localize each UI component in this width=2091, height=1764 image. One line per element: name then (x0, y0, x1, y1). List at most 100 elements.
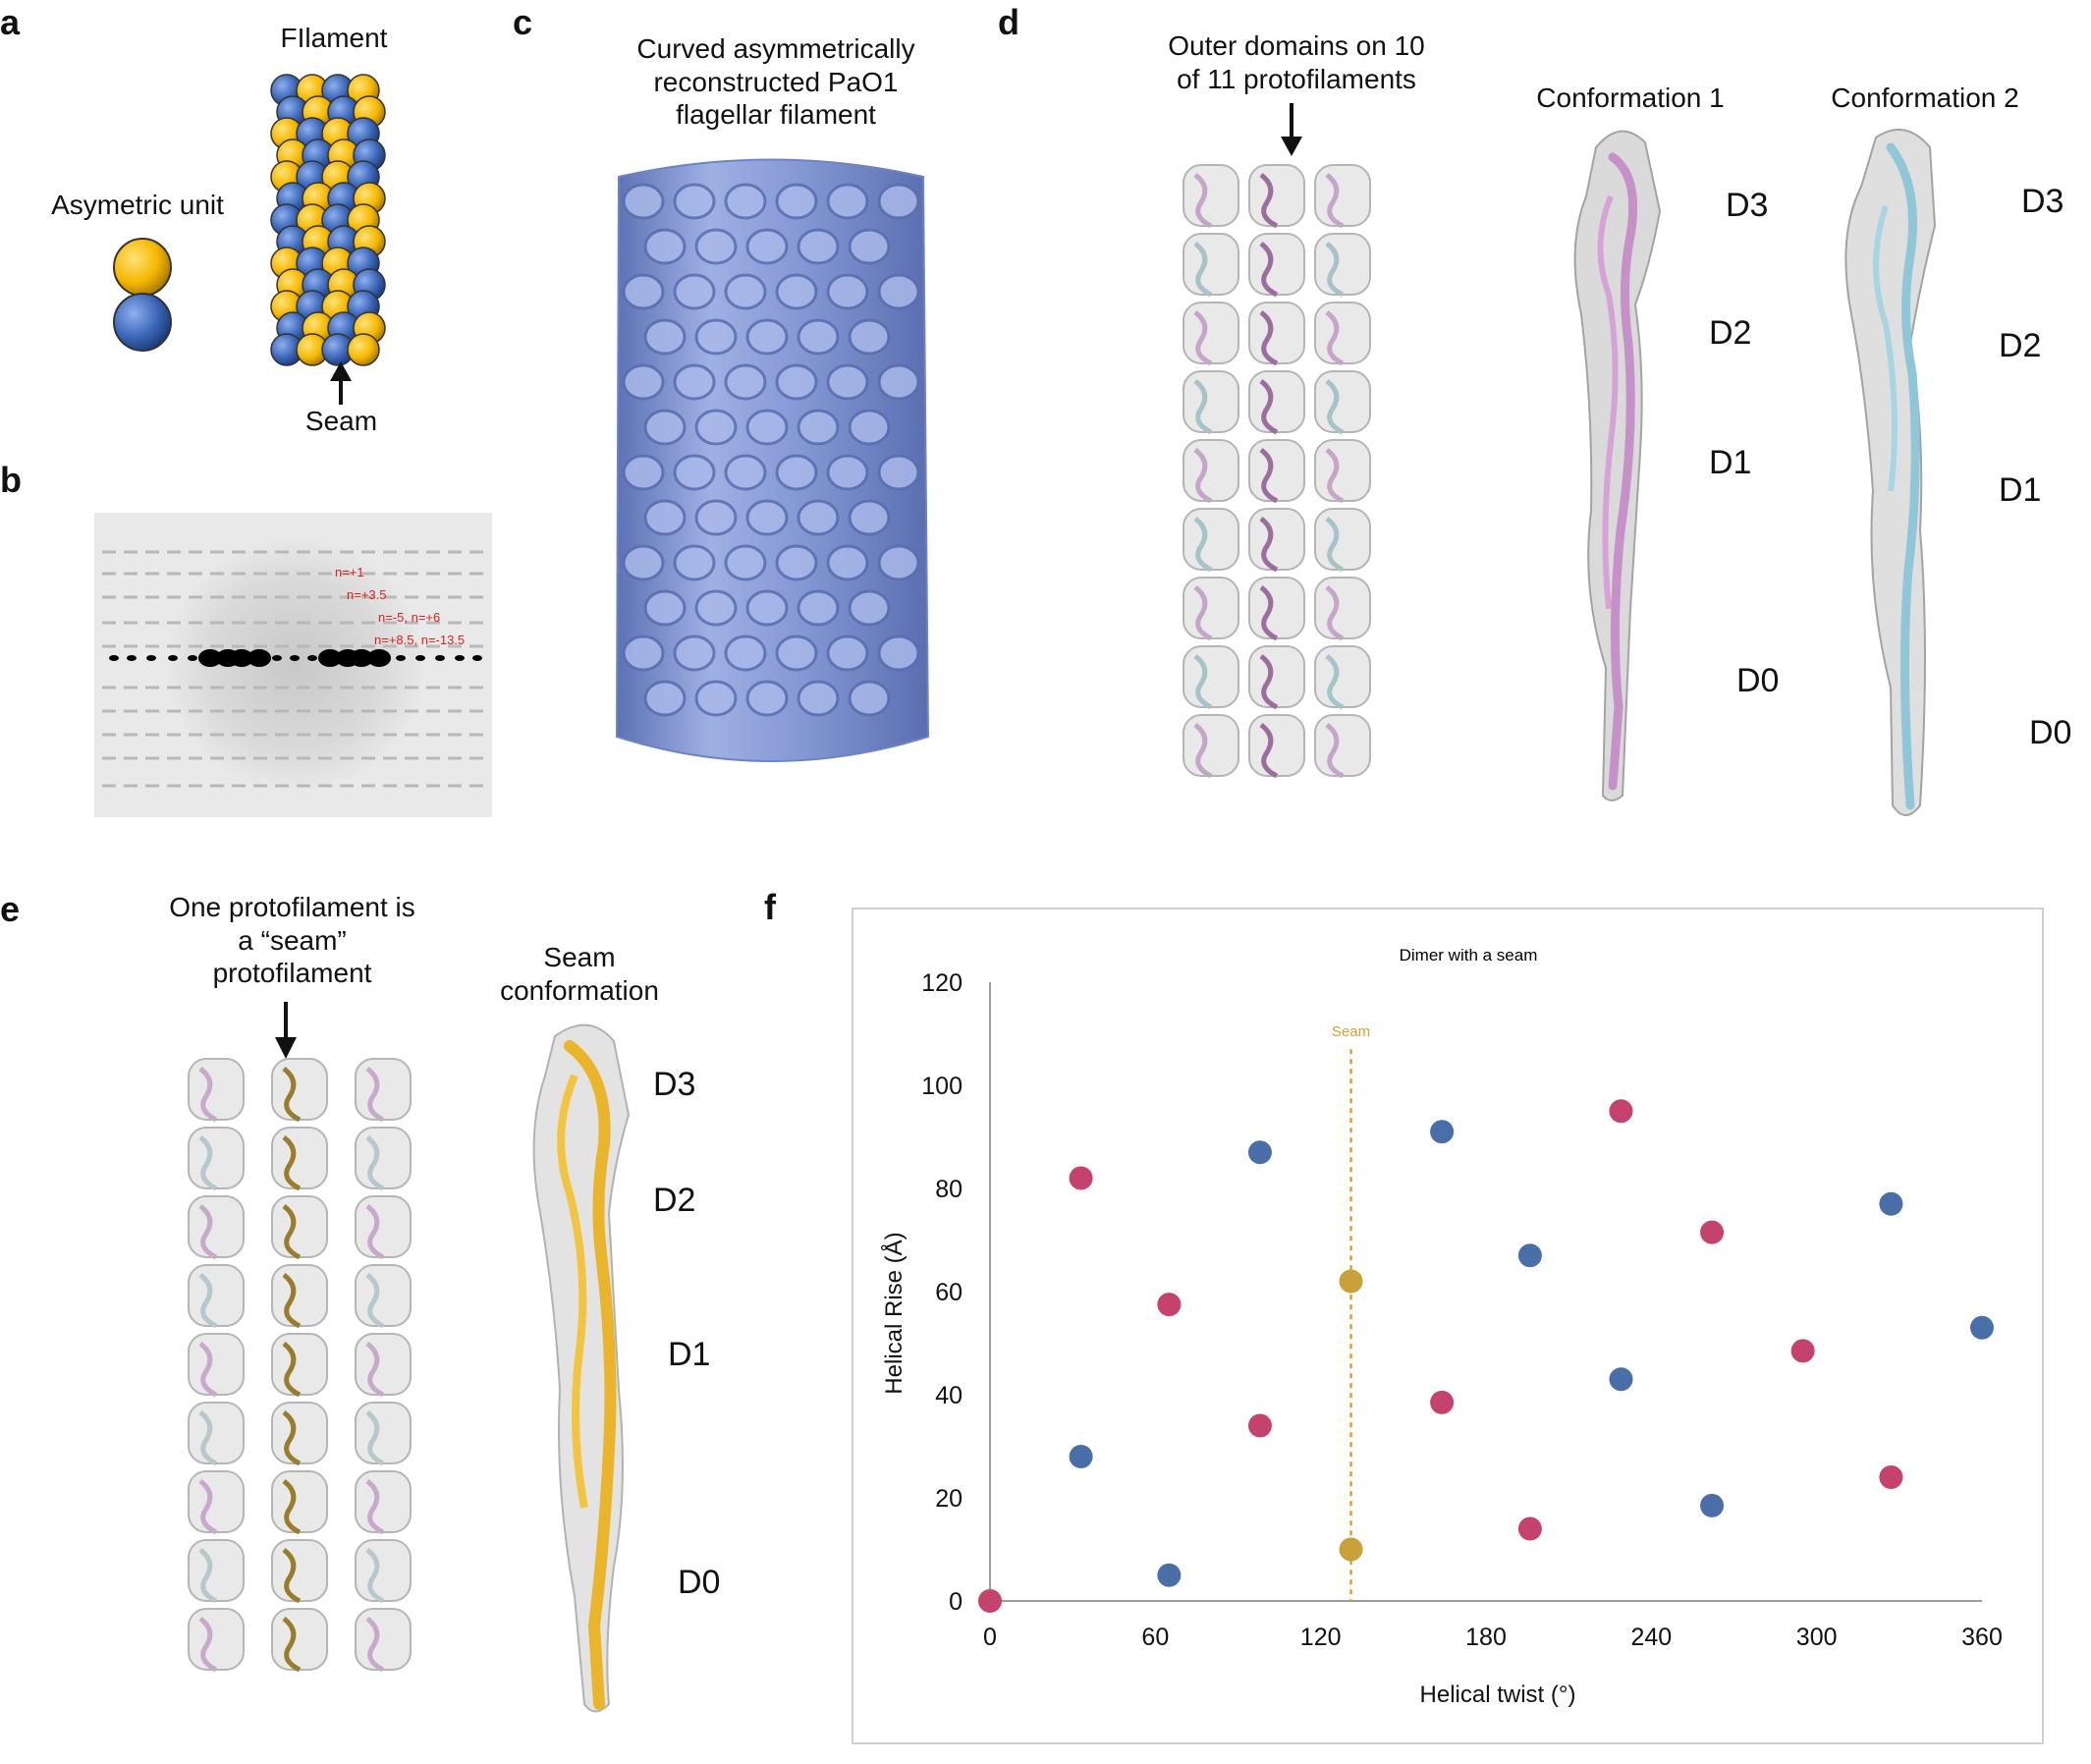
filament-subunit-density (694, 318, 738, 356)
equator-reflection (248, 649, 271, 667)
protofilament-density (188, 1195, 245, 1258)
panel-b-letter: b (0, 460, 22, 500)
protofilament-density (1248, 233, 1305, 296)
diffraction-pattern: n=+1 n=+3.5 n=-5, n=+6 n=+8.5, n=-13.5 (94, 513, 492, 817)
protofilament-density (271, 1264, 328, 1327)
protofilament-density (271, 1127, 328, 1189)
protofilament-ribbon (365, 1342, 385, 1398)
seam-conformation-line-2: conformation (500, 974, 659, 1006)
panel-e-note-line-3: protofilament (212, 958, 372, 989)
filament-subunit-density (775, 634, 818, 672)
filament-subunit-density (724, 634, 767, 672)
x-tick-label: 0 (983, 1624, 997, 1651)
filament-subunit-density (797, 499, 840, 536)
protofilament-ribbon (1259, 654, 1279, 710)
protofilament-density (355, 1402, 412, 1464)
filament-subunit-density (724, 273, 767, 310)
filament-subunit (347, 333, 380, 366)
filament-subunit-density (643, 499, 687, 536)
protofilament-ribbon (198, 1410, 218, 1466)
protofilament-ribbon (282, 1135, 302, 1191)
seam-arrow (330, 361, 352, 405)
x-tick-label: 360 (1961, 1624, 2003, 1651)
protofilament-ribbon (198, 1617, 218, 1673)
protofilament-density (355, 1539, 412, 1602)
protofilament-density (1183, 508, 1239, 571)
protofilament-ribbon (282, 1548, 302, 1604)
protofilament-ribbon (1193, 310, 1213, 366)
filament-subunit-density (673, 183, 716, 220)
data-point (1247, 1140, 1272, 1165)
protofilament-ribbon (1325, 723, 1345, 779)
filament-subunit-density (643, 680, 687, 717)
filament-subunit-density (643, 228, 687, 265)
equator-reflection (396, 655, 406, 661)
panel-e-arrow (275, 1002, 297, 1059)
filament-subunit-density (673, 273, 716, 310)
conf2-domain-d3: D3 (2021, 183, 2064, 220)
protofilament-ribbon (365, 1273, 385, 1329)
protofilament-ribbon (198, 1342, 218, 1398)
protofilament-density (1314, 164, 1371, 227)
filament-subunit-density (622, 273, 665, 310)
protofilament-density (1314, 439, 1371, 502)
data-point (1609, 1367, 1633, 1392)
asymmetric-unit-label: Asymetric unit (51, 190, 224, 220)
protofilament-density (271, 1402, 328, 1464)
panel-e-note-line-1: One protofilament is (169, 892, 415, 922)
filament-subunit-density (826, 634, 869, 672)
filament-subunit-density (848, 589, 891, 627)
protofilament-ribbon (365, 1548, 385, 1604)
protofilament-density (1248, 577, 1305, 639)
protofilament-ribbon (1193, 585, 1213, 641)
filament-subunit-density (643, 589, 687, 627)
protofilament-density (1183, 577, 1239, 639)
protofilament-density (1248, 164, 1305, 227)
protofilament-ribbon (198, 1204, 218, 1260)
protofilament-density (188, 1264, 245, 1327)
y-tick-label: 40 (935, 1382, 963, 1409)
protofilament-ribbon (282, 1479, 302, 1535)
data-point (1879, 1465, 1903, 1489)
equator-reflection (230, 649, 253, 667)
filament-subunit-density (848, 680, 891, 717)
protofilament-ribbon (198, 1273, 218, 1329)
protofilament-ribbon (365, 1067, 385, 1123)
protofilament-density (188, 1402, 245, 1464)
filament-subunit-density (877, 183, 920, 220)
filament-subunit-density (877, 454, 920, 491)
protofilament-ribbon (282, 1204, 302, 1260)
equator-reflection (307, 655, 317, 661)
filament-subunit-density (745, 589, 789, 627)
protofilament-density (355, 1470, 412, 1533)
seam-domain-d1: D1 (668, 1336, 711, 1373)
y-tick-label: 60 (935, 1279, 963, 1306)
protofilament-ribbon (198, 1067, 218, 1123)
filament-subunit-density (622, 363, 665, 401)
data-point (1069, 1445, 1093, 1468)
protofilament-ribbon (1325, 585, 1345, 641)
data-point (1247, 1413, 1272, 1438)
protofilament-ribbon (365, 1617, 385, 1673)
protofilament-ribbon (1325, 517, 1345, 573)
protofilament-density (271, 1539, 328, 1602)
seam-conformation-label: Seam conformation (481, 941, 678, 1007)
panel-d-note-line-2: of 11 protofilaments (1177, 63, 1416, 94)
protofilament-density (1183, 645, 1239, 708)
filament-subunit-density (877, 273, 920, 310)
conformation-1-label: Conformation 1 (1536, 83, 1725, 113)
conformation-2-label: Conformation 2 (1831, 83, 2019, 113)
y-tick-label: 0 (949, 1588, 963, 1616)
layer-line-label-1: n=+1 (335, 565, 364, 579)
equator-reflection (415, 655, 425, 661)
seam-protofilament-map (188, 1058, 412, 1673)
protofilament-density (1183, 439, 1239, 502)
filament-subunit-density (694, 228, 738, 265)
protofilament-ribbon (1193, 242, 1213, 298)
x-tick-label: 180 (1465, 1624, 1507, 1651)
y-tick-label: 120 (921, 969, 963, 997)
filament-subunit-density (643, 409, 687, 446)
protofilament-density (188, 1608, 245, 1671)
filament-subunit-density (797, 409, 840, 446)
protofilament-ribbon (1325, 379, 1345, 435)
